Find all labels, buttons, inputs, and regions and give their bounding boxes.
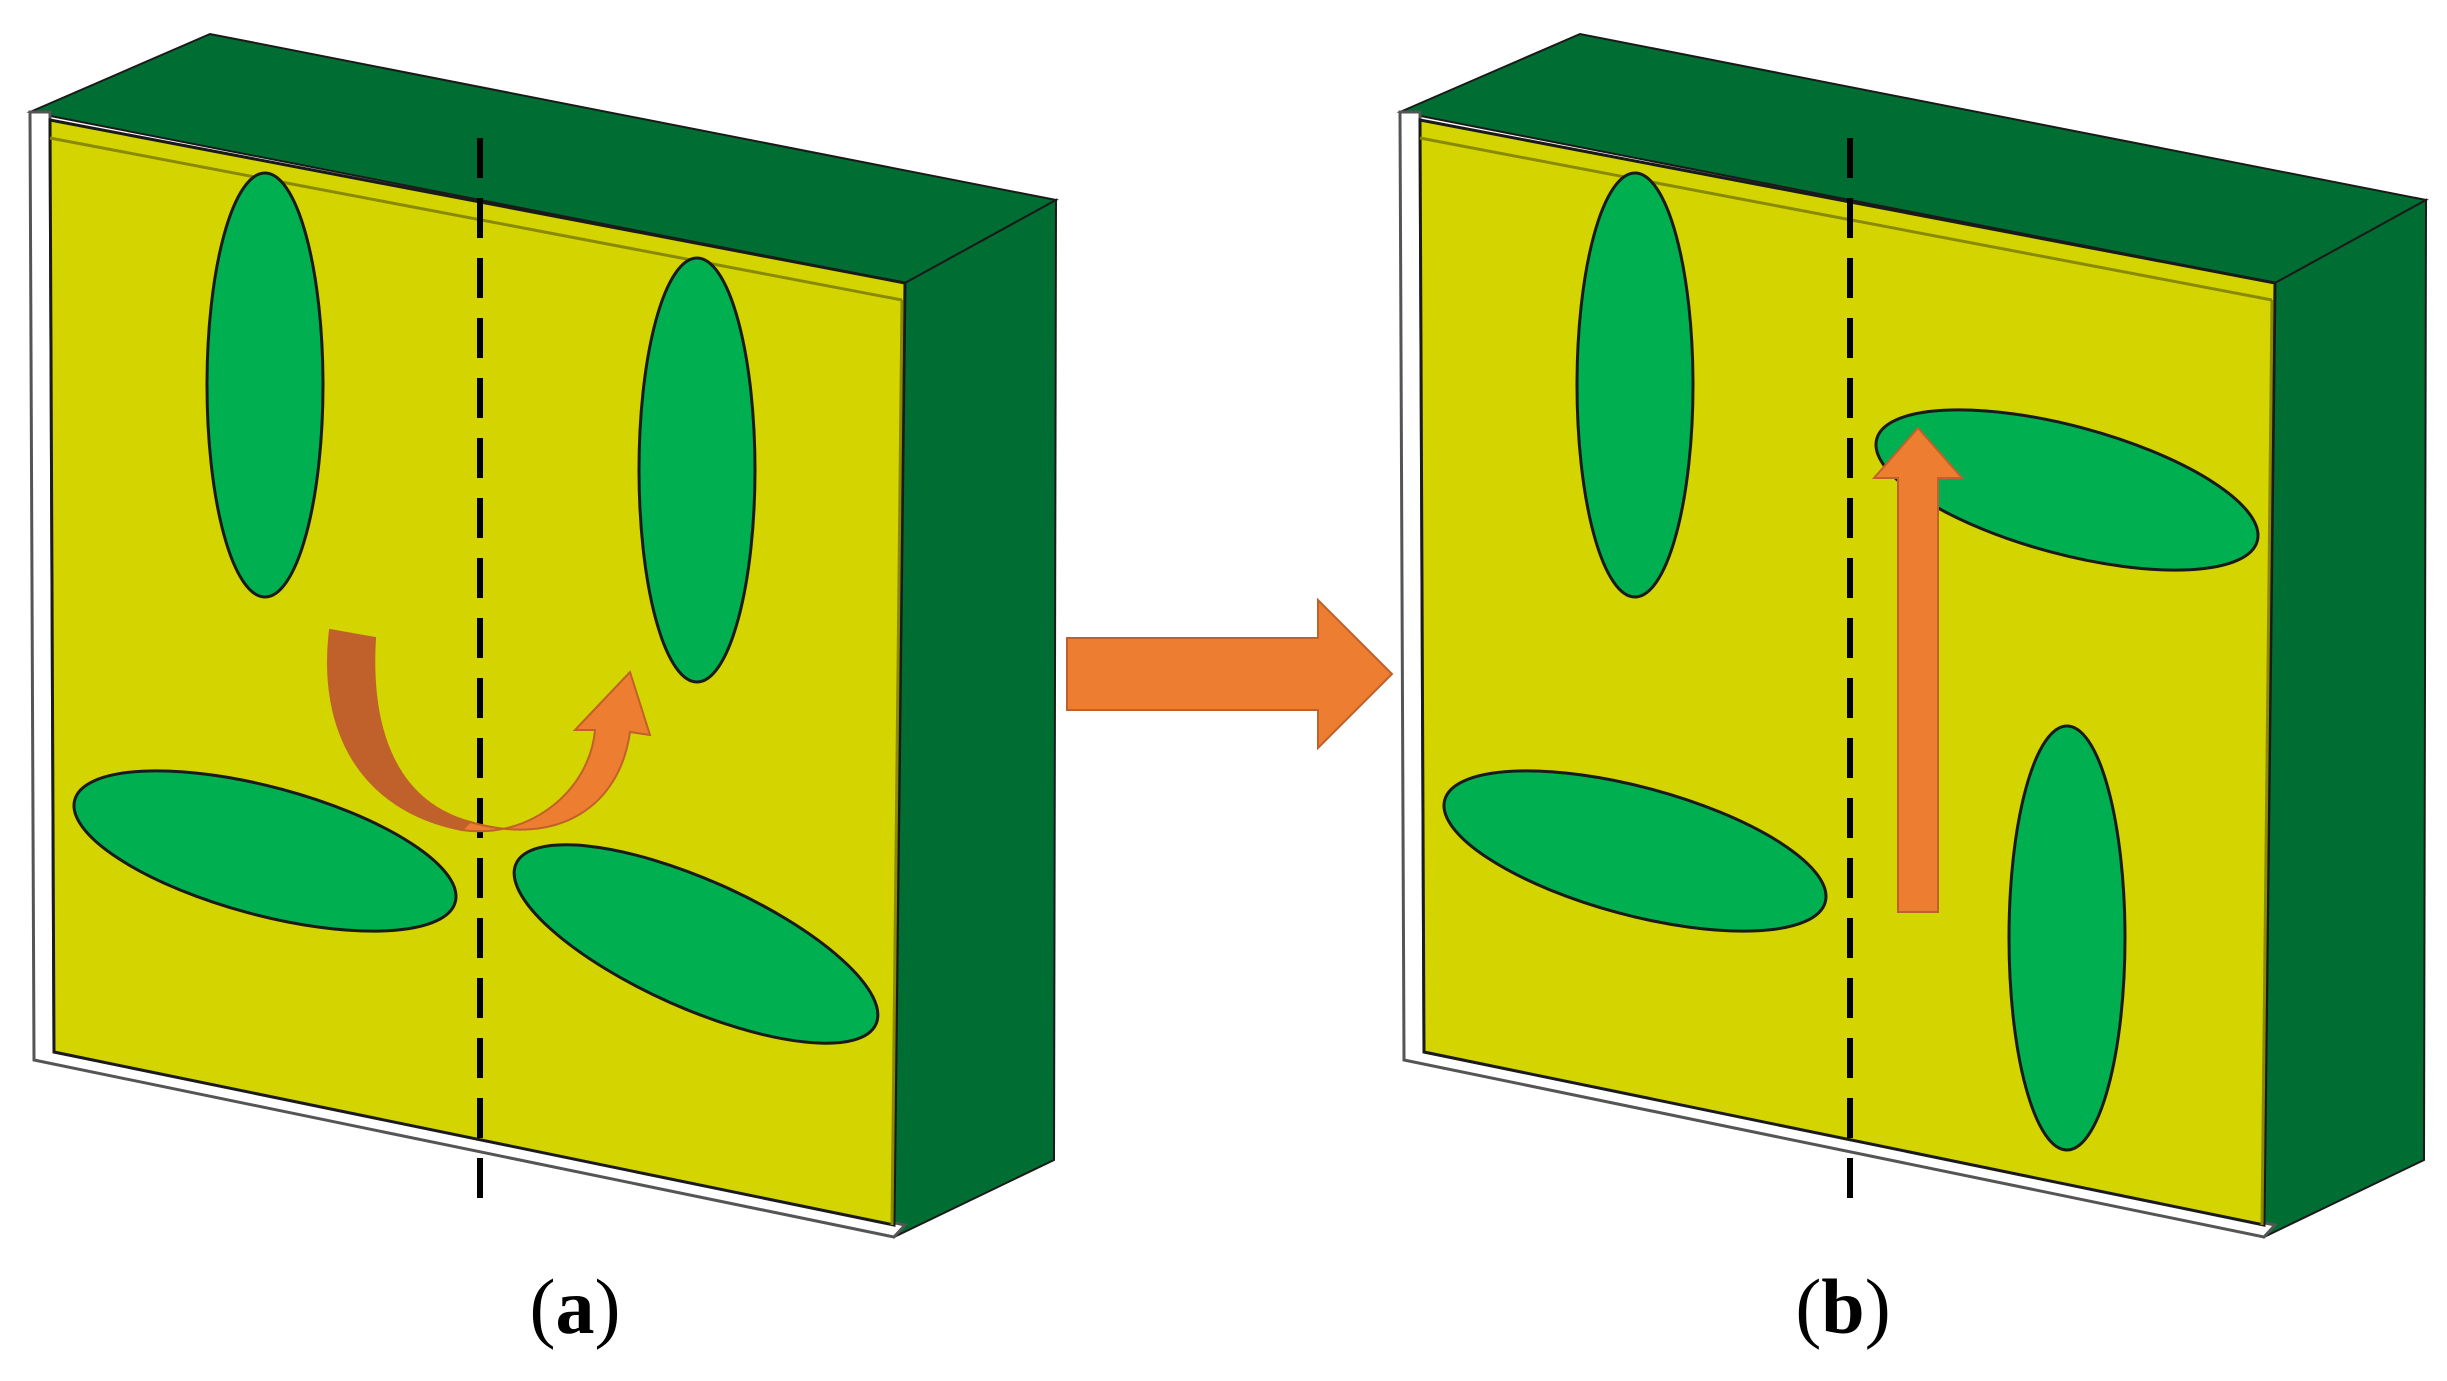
- panel-a: (a): [26, 32, 1059, 1350]
- panel-a-curved-arrow-front: [459, 670, 652, 833]
- panel-a-slab-rim: [28, 110, 908, 1239]
- panel-a-front-edge-right: [890, 299, 904, 1226]
- panel-b-slab-rim: [1398, 110, 2278, 1239]
- panel-a-slab-side: [892, 198, 1058, 1239]
- panel-b-patch-top-right: [1874, 408, 2260, 572]
- panel-a-label: (a): [530, 1263, 621, 1350]
- panel-b-patch-bottom-right: [2007, 724, 2127, 1152]
- panel-b-patch-bottom-left: [1442, 769, 1828, 933]
- panel-b-patch-top-left: [1575, 171, 1695, 599]
- panel-a-patch-bottom-right: [512, 843, 880, 1045]
- panel-b-up-arrow: [1871, 426, 1965, 913]
- panel-b-front-edge-right: [2260, 299, 2274, 1226]
- panel-b-slab-side: [2262, 198, 2428, 1239]
- panel-a-front-edge: [49, 136, 903, 302]
- panel-a-patch-top-left: [205, 171, 325, 599]
- panel-a-patch-top-right: [637, 256, 757, 684]
- panel-b: (b): [1396, 32, 2429, 1350]
- panel-b-label: (b): [1795, 1263, 1890, 1350]
- panel-b-front-edge: [1419, 136, 2273, 302]
- transition-arrow: [1066, 597, 1394, 751]
- panel-a-patch-bottom-left: [72, 769, 458, 933]
